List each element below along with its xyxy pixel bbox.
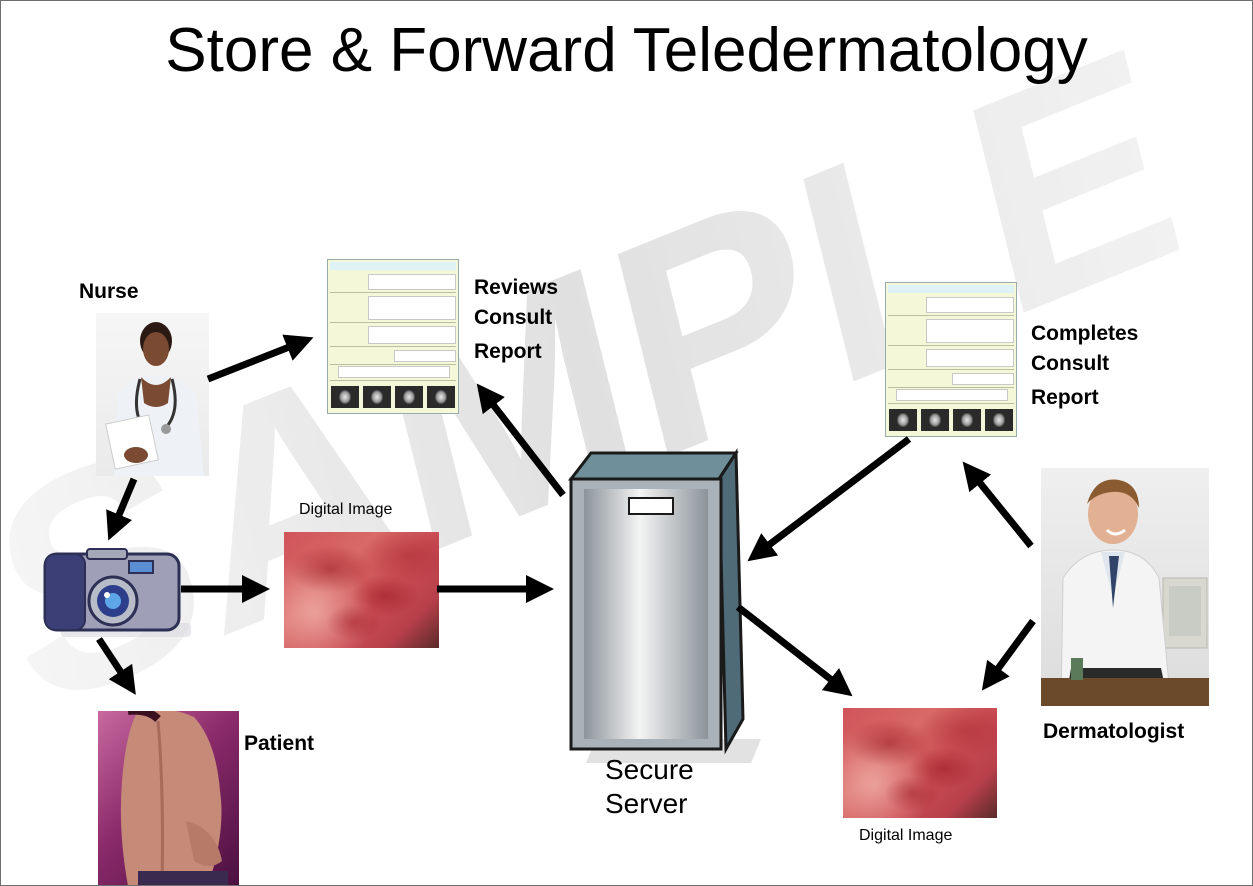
nurse-label: Nurse	[79, 280, 139, 303]
secure-server-label: Secure Server	[605, 753, 694, 821]
reviews-line-1: Reviews	[474, 276, 559, 299]
reviews-label: Reviews Consult Report	[474, 273, 558, 367]
nurse-photo	[96, 313, 209, 476]
patient-photo	[98, 711, 239, 885]
reviews-report-form	[327, 259, 459, 414]
reviews-line-3: Report	[474, 340, 542, 363]
secure-server-line-1: Secure	[605, 754, 694, 785]
completes-line-1: Completes	[1031, 322, 1139, 345]
secure-server-line-2: Server	[605, 788, 688, 819]
skin-photo-bottom	[843, 708, 997, 818]
completes-line-2: Consult	[1031, 352, 1110, 375]
reviews-line-2: Consult	[474, 306, 553, 329]
digital-image-label-top: Digital Image	[299, 501, 393, 518]
completes-line-3: Report	[1031, 386, 1099, 409]
patient-label: Patient	[244, 732, 315, 755]
completes-report-form	[885, 282, 1017, 437]
skin-photo-top	[284, 532, 439, 648]
slide-title: Store & Forward Teledermatology	[165, 16, 1088, 85]
dermatologist-photo	[1041, 468, 1209, 706]
dermatologist-label: Dermatologist	[1043, 720, 1185, 743]
digital-image-label-bottom: Digital Image	[859, 827, 953, 844]
completes-label: Completes Consult Report	[1031, 319, 1138, 413]
